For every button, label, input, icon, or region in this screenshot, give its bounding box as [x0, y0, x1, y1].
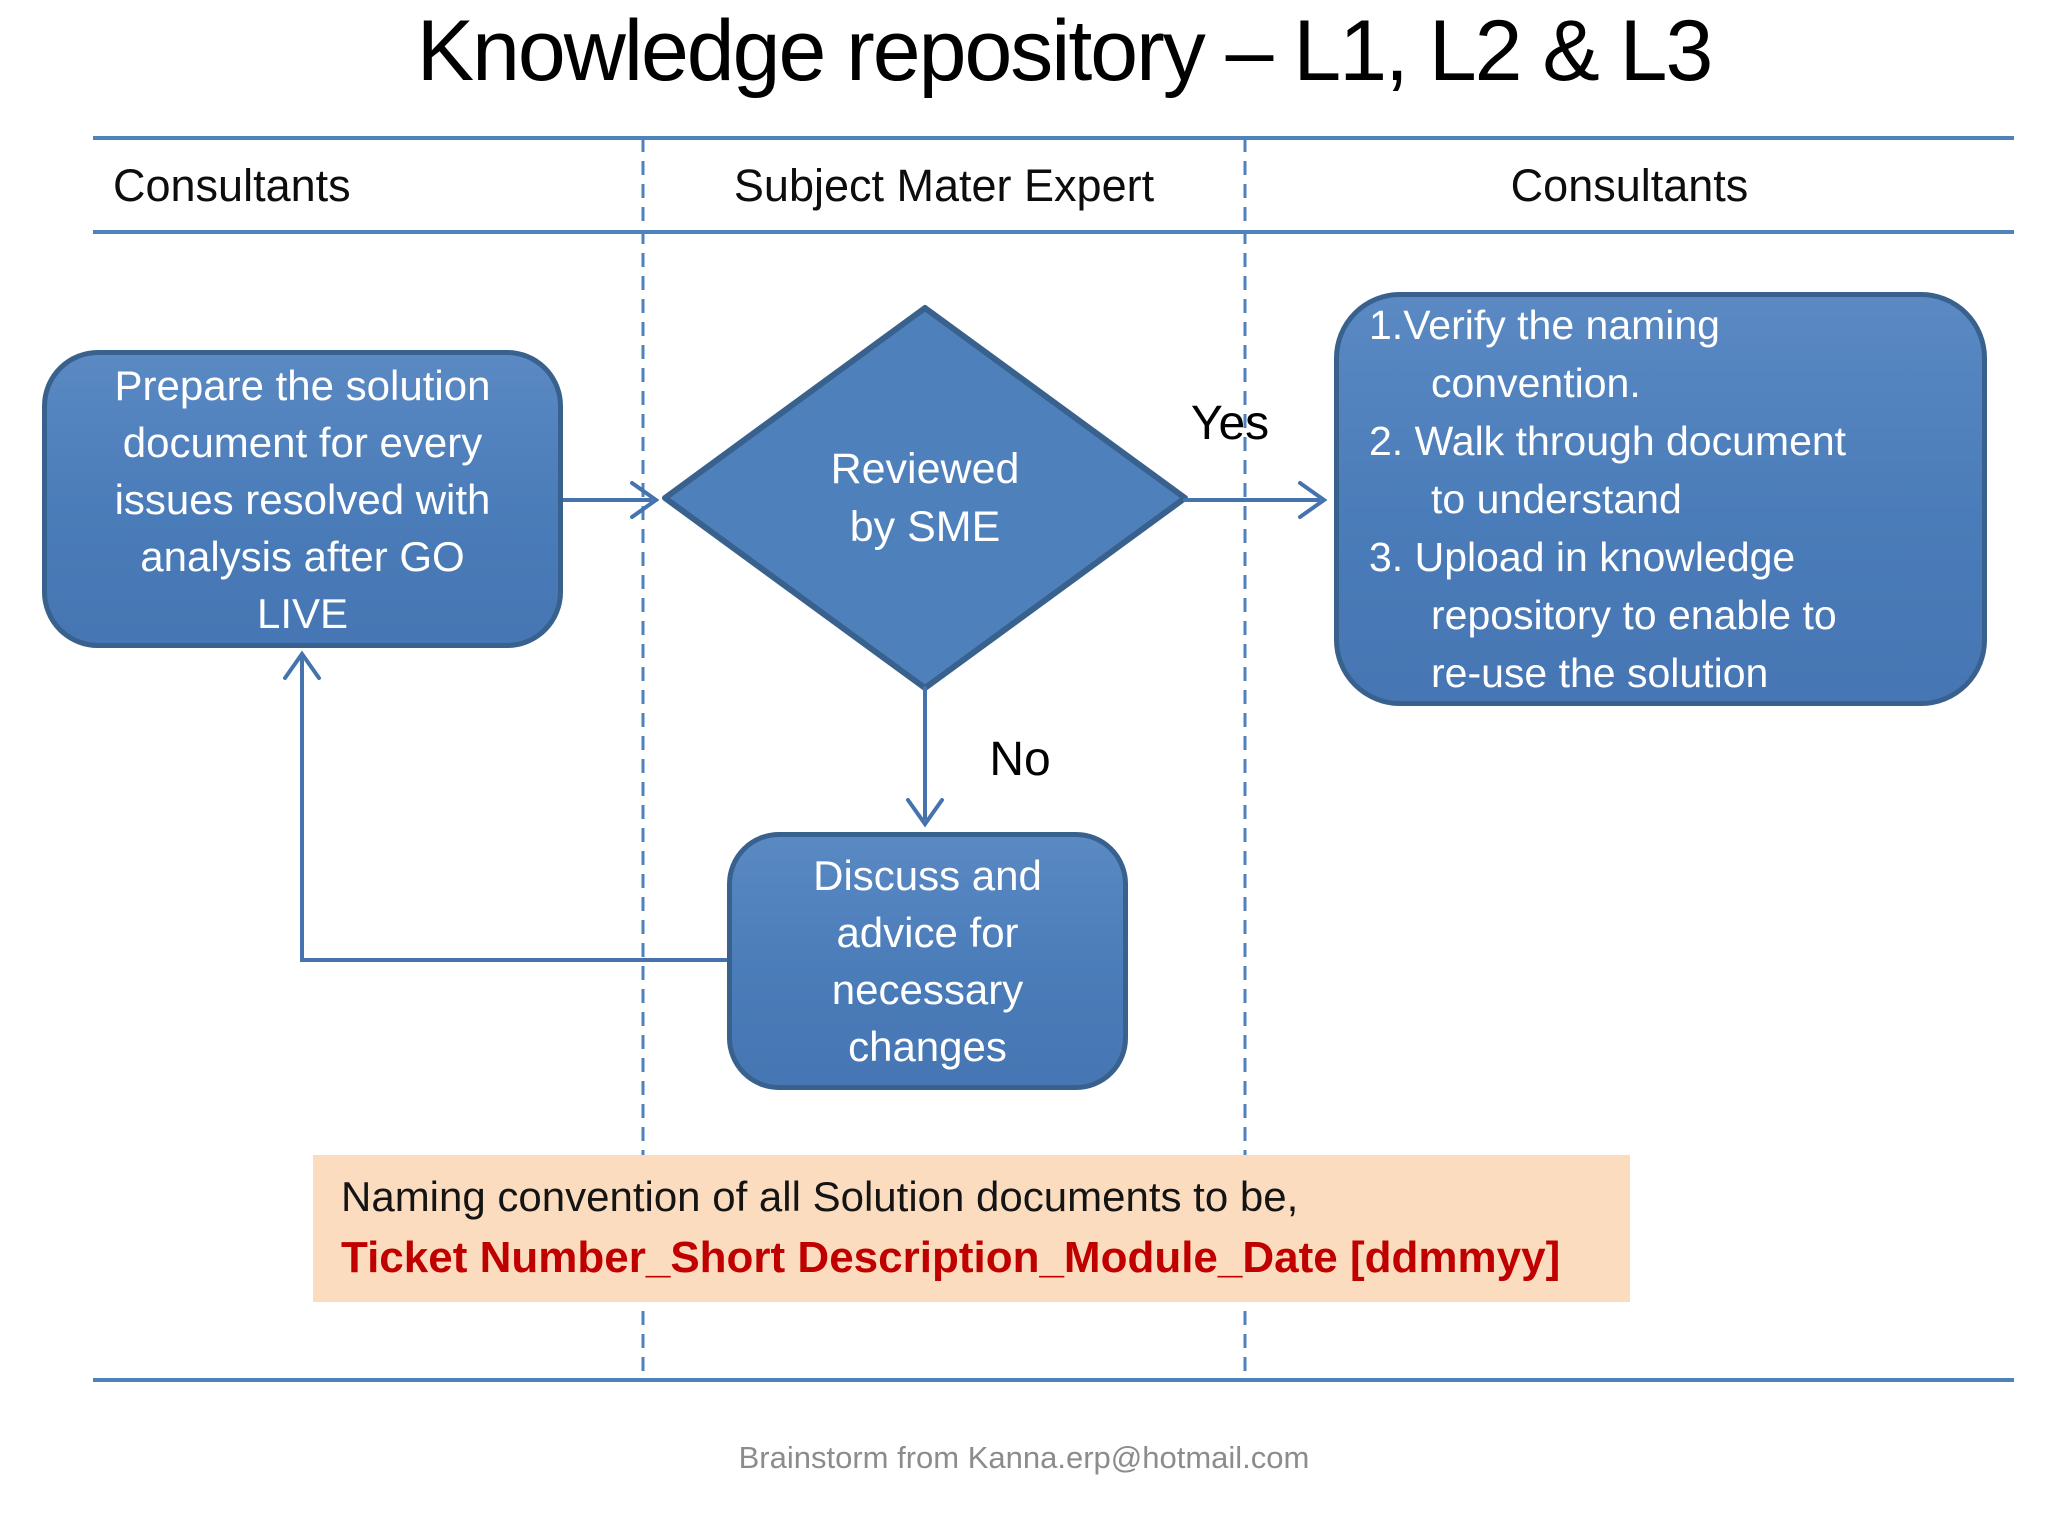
decision-reviewed-by-sme-label: Reviewed by SME	[725, 398, 1125, 598]
branch-label-yes: Yes	[1190, 397, 1270, 450]
naming-convention-note: Naming convention of all Solution docume…	[313, 1155, 1630, 1302]
arrow-decision-yes-to-verify	[1183, 481, 1328, 519]
verify-box-line: repository to enable to	[1431, 592, 1837, 638]
prepare-box-line: issues resolved with	[114, 475, 491, 523]
verify-box-line: convention.	[1431, 360, 1641, 406]
arrow-decision-no-to-discuss	[906, 686, 944, 828]
verify-box-line: to understand	[1431, 476, 1682, 522]
branch-label-no: No	[989, 733, 1051, 786]
verify-box-line: 1.Verify the naming	[1369, 302, 1720, 348]
process-box-discuss-and-advice: Discuss and advice for necessary changes	[727, 832, 1128, 1090]
arrow-discuss-feedback-to-prepare	[283, 650, 729, 962]
process-box-prepare-solution-document: Prepare the solution document for every …	[42, 350, 563, 648]
prepare-box-line: Prepare the solution	[114, 361, 491, 409]
lane-header-consultants-left: Consultants	[113, 160, 351, 211]
naming-convention-text: Naming convention of all Solution docume…	[341, 1173, 1299, 1220]
page-title: Knowledge repository – L1, L2 & L3	[416, 3, 1714, 99]
header-rule-top	[93, 136, 2014, 140]
discuss-box-line: changes	[848, 1023, 1007, 1070]
discuss-box-line: advice for	[836, 909, 1019, 956]
prepare-box-line: LIVE	[256, 589, 349, 637]
verify-box-line: re-use the solution	[1431, 650, 1769, 696]
lane-header-subject-matter-expert: Subject Mater Expert	[733, 160, 1155, 211]
header-rule-bottom	[93, 230, 2014, 234]
prepare-box-line: analysis after GO	[140, 532, 465, 580]
arrow-prepare-to-decision	[560, 481, 660, 519]
naming-convention-format: Ticket Number_Short Description_Module_D…	[341, 1233, 1561, 1282]
process-box-verify-and-upload: 1.Verify the naming convention. 2. Walk …	[1334, 292, 1987, 706]
footer-credit: Brainstorm from Kanna.erp@hotmail.com	[738, 1440, 1310, 1475]
lane-header-consultants-right: Consultants	[1510, 160, 1749, 211]
decision-label-line: by SME	[849, 503, 1001, 551]
diagram-rule-bottom	[93, 1378, 2014, 1382]
discuss-box-line: necessary	[831, 966, 1024, 1013]
verify-box-line: 2. Walk through document	[1369, 418, 1847, 464]
verify-box-line: 3. Upload in knowledge	[1369, 534, 1796, 580]
decision-label-line: Reviewed	[830, 445, 1020, 493]
prepare-box-line: document for every	[122, 418, 483, 466]
discuss-box-line: Discuss and	[813, 852, 1042, 899]
